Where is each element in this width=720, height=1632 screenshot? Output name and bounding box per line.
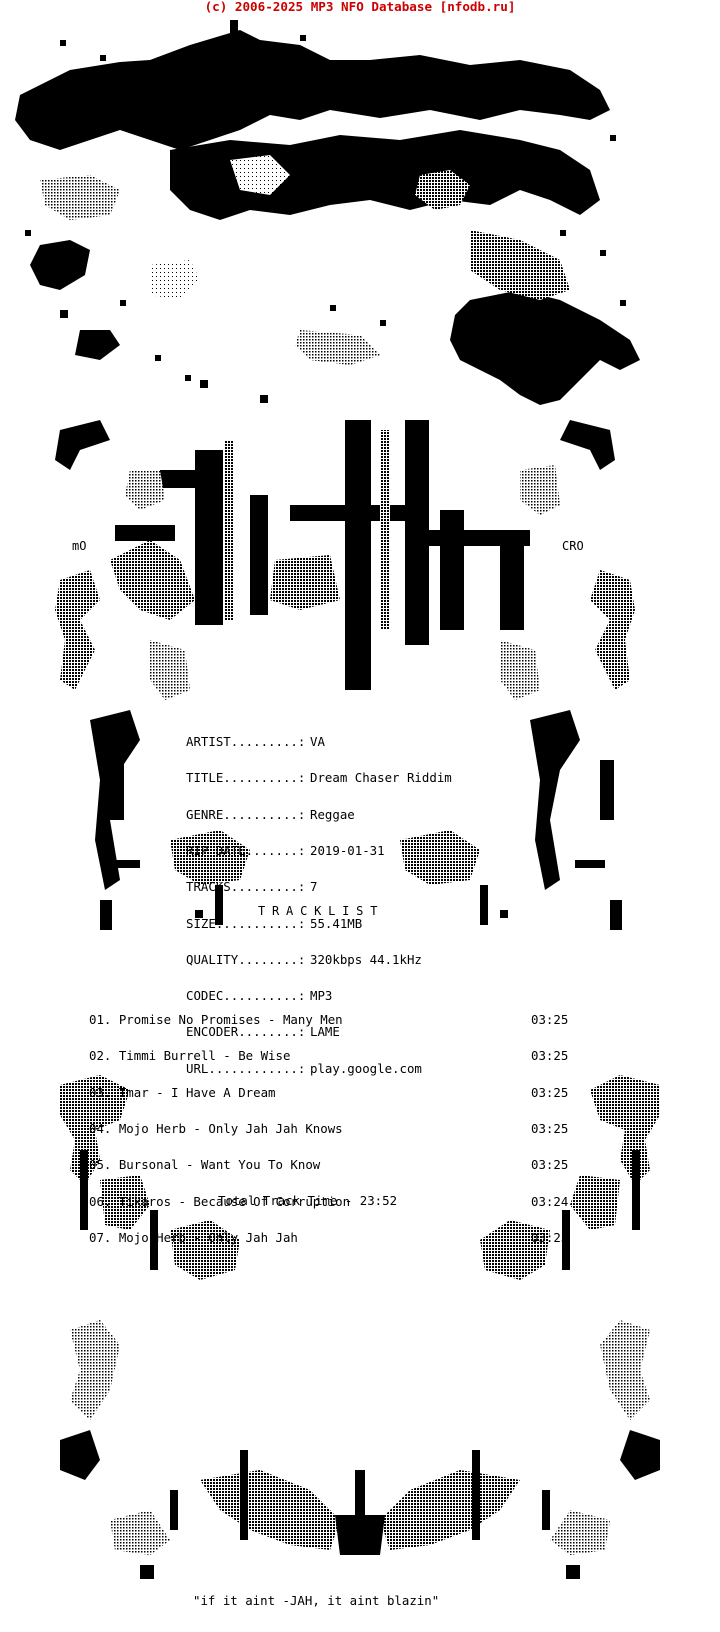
track-row: 01. Promise No Promises - Many Men 03:25 (89, 1012, 589, 1028)
info-row-url: URL............:play.google.com (186, 1060, 452, 1076)
track-duration: 03:24 (531, 1193, 569, 1209)
art-tag-right: CRO (562, 539, 584, 553)
art-tag-left: mO (72, 539, 87, 553)
track-duration: 03:25 (531, 1121, 569, 1137)
info-value: 2019-01-31 (310, 843, 385, 859)
track-row: 06. Tikaros - Because Of Corruption 03:24 (89, 1193, 589, 1209)
track-row: 04. Mojo Herb - Only Jah Jah Knows 03:25 (89, 1121, 589, 1137)
info-row-codec: CODEC..........:MP3 (186, 988, 452, 1004)
info-row-size: SIZE...........:55.41MB (186, 915, 452, 931)
info-key: RIP DATE.......: (186, 843, 306, 859)
track-title: 03. Tmar - I Have A Dream (89, 1084, 276, 1100)
info-key: QUALITY........: (186, 951, 306, 967)
footer-quote: "if it aint -JAH, it aint blazin" (193, 1593, 440, 1608)
total-track-time: Total Track Time - 23:52 (218, 1193, 398, 1208)
track-row: 03. Tmar - I Have A Dream 03:25 (89, 1084, 589, 1100)
tracklist-heading: TRACKLIST (258, 904, 385, 918)
track-row: 02. Timmi Burrell - Be Wise 03:25 (89, 1050, 589, 1062)
info-value: 55.41MB (310, 915, 363, 931)
track-title: 06. Tikaros - Because Of Corruption (89, 1193, 351, 1209)
nfodb-source-link[interactable]: (c) 2006-2025 MP3 NFO Database [nfodb.ru… (204, 0, 516, 14)
info-value: LAME (310, 1024, 340, 1040)
track-title: 07. Mojo Herb - Only Jah Jah (89, 1229, 298, 1245)
info-value: 320kbps 44.1kHz (310, 951, 422, 967)
info-key: ARTIST.........: (186, 734, 306, 750)
track-duration: 03:25 (531, 1084, 569, 1100)
track-title: 02. Timmi Burrell - Be Wise (89, 1048, 291, 1064)
info-key: ENCODER........: (186, 1024, 306, 1040)
release-info: ARTIST.........:VA TITLE..........:Dream… (186, 712, 452, 1087)
info-key: GENRE..........: (186, 806, 306, 822)
track-row: 07. Mojo Herb - Only Jah Jah 03:23 (89, 1229, 589, 1245)
track-duration: 03:25 (531, 1012, 569, 1028)
info-row-tracks: TRACKS.........:7 (186, 881, 452, 893)
track-row: 05. Bursonal - Want You To Know 03:25 (89, 1159, 589, 1171)
track-duration: 03:23 (531, 1229, 569, 1245)
track-duration: 03:25 (531, 1157, 569, 1173)
portrait-art (15, 20, 640, 405)
upper-side-swirls (55, 570, 635, 930)
info-row-genre: GENRE..........:Reggae (186, 806, 452, 822)
info-row-artist: ARTIST.........:VA (186, 734, 452, 750)
info-row-title: TITLE..........:Dream Chaser Riddim (186, 772, 452, 784)
lower-ornament-frame (60, 1075, 660, 1579)
jah-logo-art (55, 420, 615, 690)
info-value: play.google.com (310, 1060, 422, 1076)
info-key: TITLE..........: (186, 770, 306, 786)
track-title: 05. Bursonal - Want You To Know (89, 1157, 321, 1173)
info-row-encoder: ENCODER........:LAME (186, 1026, 452, 1038)
track-title: 04. Mojo Herb - Only Jah Jah Knows (89, 1121, 343, 1137)
info-key: CODEC..........: (186, 988, 306, 1004)
info-key: URL............: (186, 1060, 306, 1076)
info-value: 7 (310, 879, 318, 895)
info-row-rip-date: RIP DATE.......:2019-01-31 (186, 843, 452, 859)
info-value: Dream Chaser Riddim (310, 770, 452, 786)
info-value: VA (310, 734, 325, 750)
track-title: 01. Promise No Promises - Many Men (89, 1012, 343, 1028)
track-duration: 03:25 (531, 1048, 569, 1064)
info-value: MP3 (310, 988, 333, 1004)
info-key: SIZE...........: (186, 915, 306, 931)
info-row-quality: QUALITY........:320kbps 44.1kHz (186, 951, 452, 967)
info-key: TRACKS.........: (186, 879, 306, 895)
info-value: Reggae (310, 806, 355, 822)
